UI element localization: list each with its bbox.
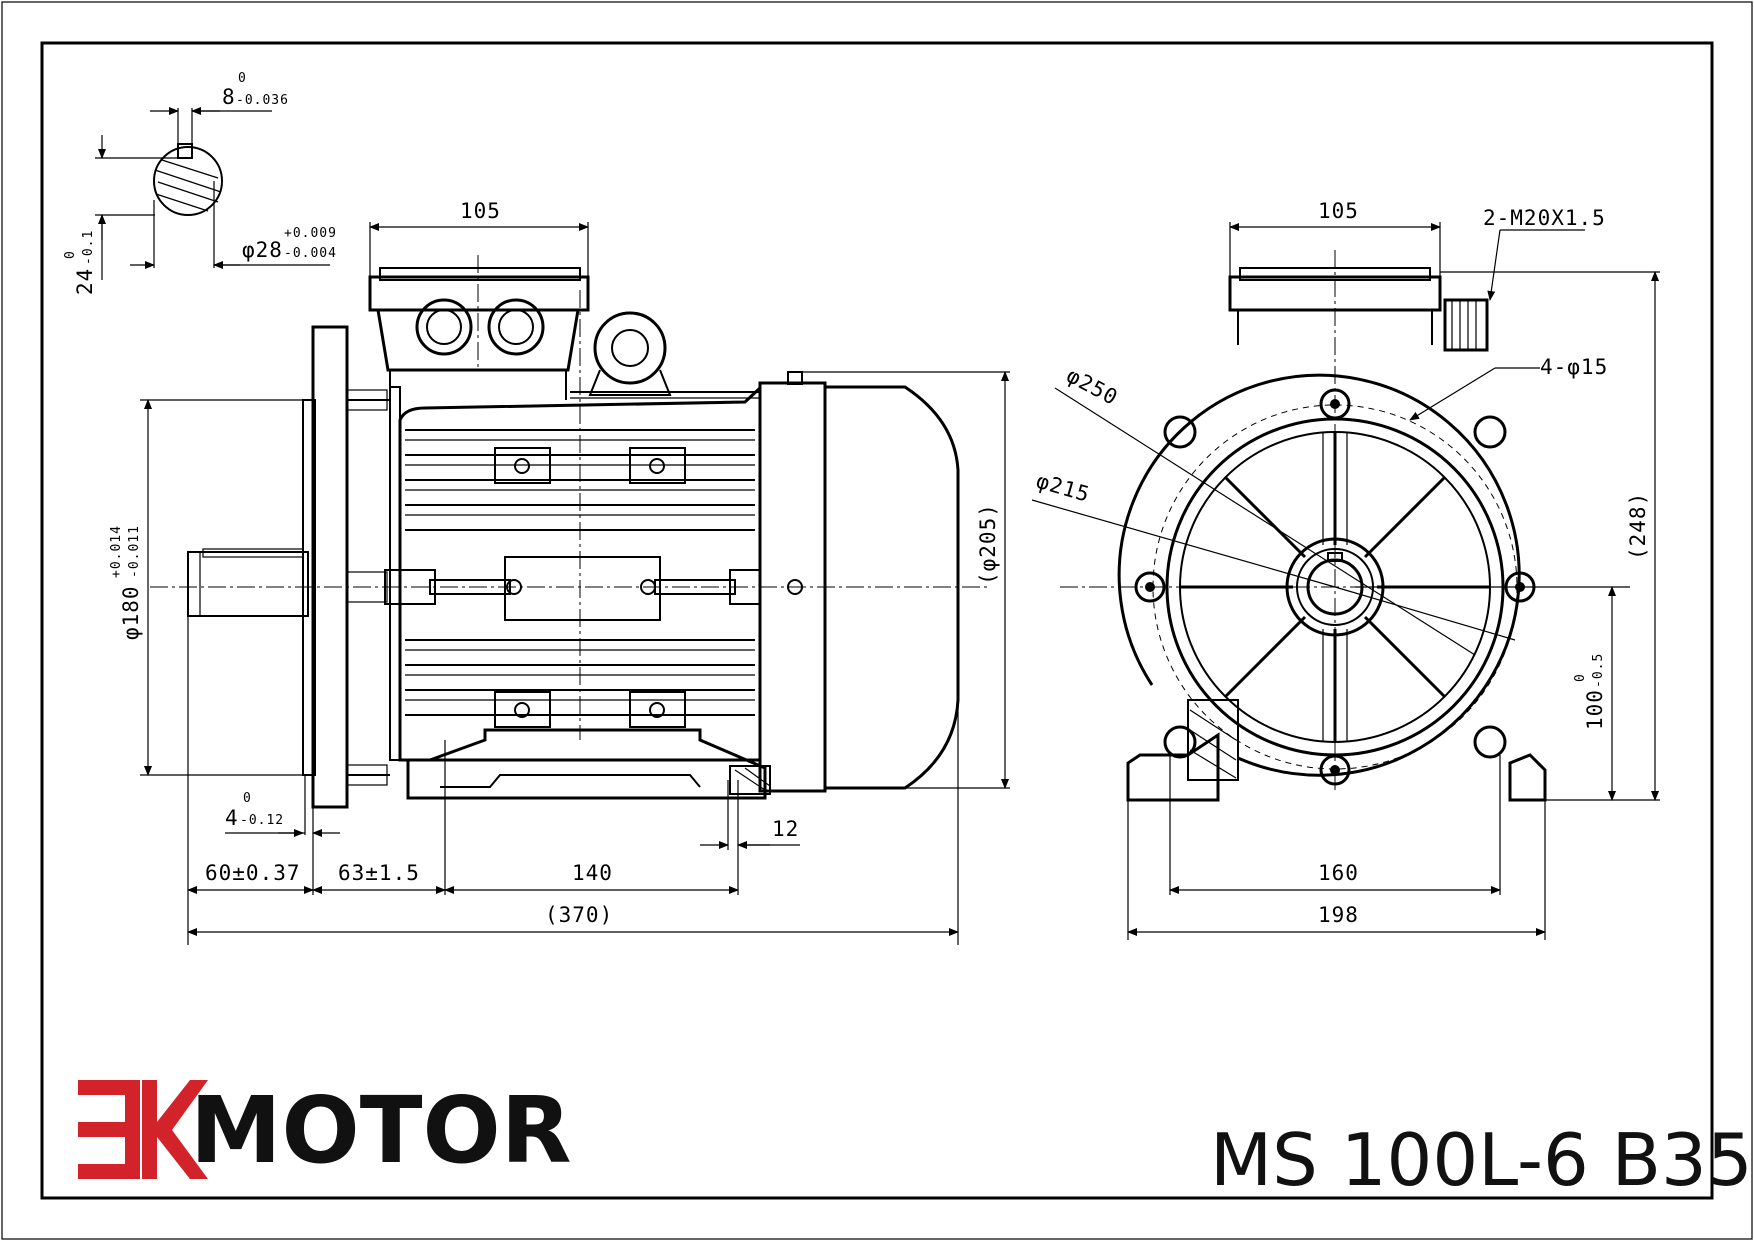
drawing-frame xyxy=(40,41,1714,1200)
end-cable-gland-label: 2-M20X1.5 xyxy=(1483,206,1606,230)
side-spigot-dia-tol-upper: +0.014 xyxy=(109,525,124,578)
end-terminal-box-width-dim: 105 xyxy=(1318,199,1359,223)
cable-gland xyxy=(1443,298,1489,352)
key-height-tol-lower: -0.1 xyxy=(81,230,96,265)
side-foot-span-dim: 140 xyxy=(572,861,613,885)
side-flange-offset-dim: 4 xyxy=(225,806,239,830)
side-fan-cover-dia-dim: (φ205) xyxy=(976,503,1000,585)
model-designation: MS 100L-6 B35 xyxy=(1210,1118,1753,1202)
key-shaft-dia-dim: φ28 xyxy=(242,238,283,262)
side-length-60-dim: 60±0.37 xyxy=(205,861,301,885)
nameplate xyxy=(504,556,661,621)
side-flange-offset-tol-upper: 0 xyxy=(243,791,252,806)
mounting-flange xyxy=(311,325,349,809)
end-flange-outline xyxy=(1117,373,1521,777)
shaft-key-section xyxy=(95,107,330,280)
end-pcd-inner-label: φ215 xyxy=(1034,469,1093,507)
end-shaft-height-tol-upper: 0 xyxy=(1573,673,1588,682)
side-flange-offset-tol-lower: -0.12 xyxy=(240,813,284,828)
side-spigot-dia-dim: φ180 xyxy=(119,585,143,640)
end-terminal-box xyxy=(1228,275,1442,312)
end-pcd-outer-label: φ250 xyxy=(1063,363,1122,410)
brand-name: MOTOR xyxy=(190,1077,572,1184)
side-spigot-dia-label: φ180 +0.014 -0.011 xyxy=(109,525,143,640)
key-height-tol-upper: 0 xyxy=(63,250,78,259)
end-pcd-outer-dim: φ250 xyxy=(1063,363,1122,410)
end-foot-left xyxy=(1126,732,1220,802)
end-foot-width-dim: 198 xyxy=(1318,903,1359,927)
end-flange-holes-label: 4-φ15 xyxy=(1540,355,1608,379)
end-shaft-height-label: 100 0 -0.5 xyxy=(1573,653,1607,730)
side-spigot-dia-tol-lower: -0.011 xyxy=(127,525,142,578)
key-shaft-dia-tol-upper: +0.009 xyxy=(284,226,337,241)
end-total-height-dim: (248) xyxy=(1626,492,1650,560)
key-height-dim: 24 xyxy=(73,268,97,295)
shaft xyxy=(187,551,309,617)
key-width-dim: 8 xyxy=(222,85,236,109)
end-shaft-height-tol-lower: -0.5 xyxy=(1591,653,1606,688)
key-width-tol-lower: -0.036 xyxy=(236,93,289,108)
side-foot-hole-dim: 12 xyxy=(772,817,799,841)
mounting-foot xyxy=(406,728,767,800)
brand-logo: MOTOR xyxy=(78,1077,572,1184)
side-total-length-dim: (370) xyxy=(545,903,613,927)
side-terminal-box-width-dim: 105 xyxy=(460,199,501,223)
terminal-box xyxy=(368,275,590,312)
end-total-height-label: (248) xyxy=(1626,492,1650,560)
end-foot-right xyxy=(1508,753,1547,802)
end-shaft-height-dim: 100 xyxy=(1583,689,1607,730)
key-height-label: 24 0 -0.1 xyxy=(63,230,97,295)
brand-mark-3k xyxy=(78,1080,208,1179)
end-pcd-inner-dim: φ215 xyxy=(1034,469,1093,507)
end-foot-hole-span-dim: 160 xyxy=(1318,861,1359,885)
side-fan-cover-dia-label: (φ205) xyxy=(976,503,1000,585)
side-length-63-dim: 63±1.5 xyxy=(338,861,420,885)
motor-end-view xyxy=(1031,222,1660,940)
key-width-tol-upper: 0 xyxy=(238,71,247,86)
key-shaft-dia-tol-lower: -0.004 xyxy=(284,246,337,261)
motor-side-view xyxy=(140,222,1010,945)
